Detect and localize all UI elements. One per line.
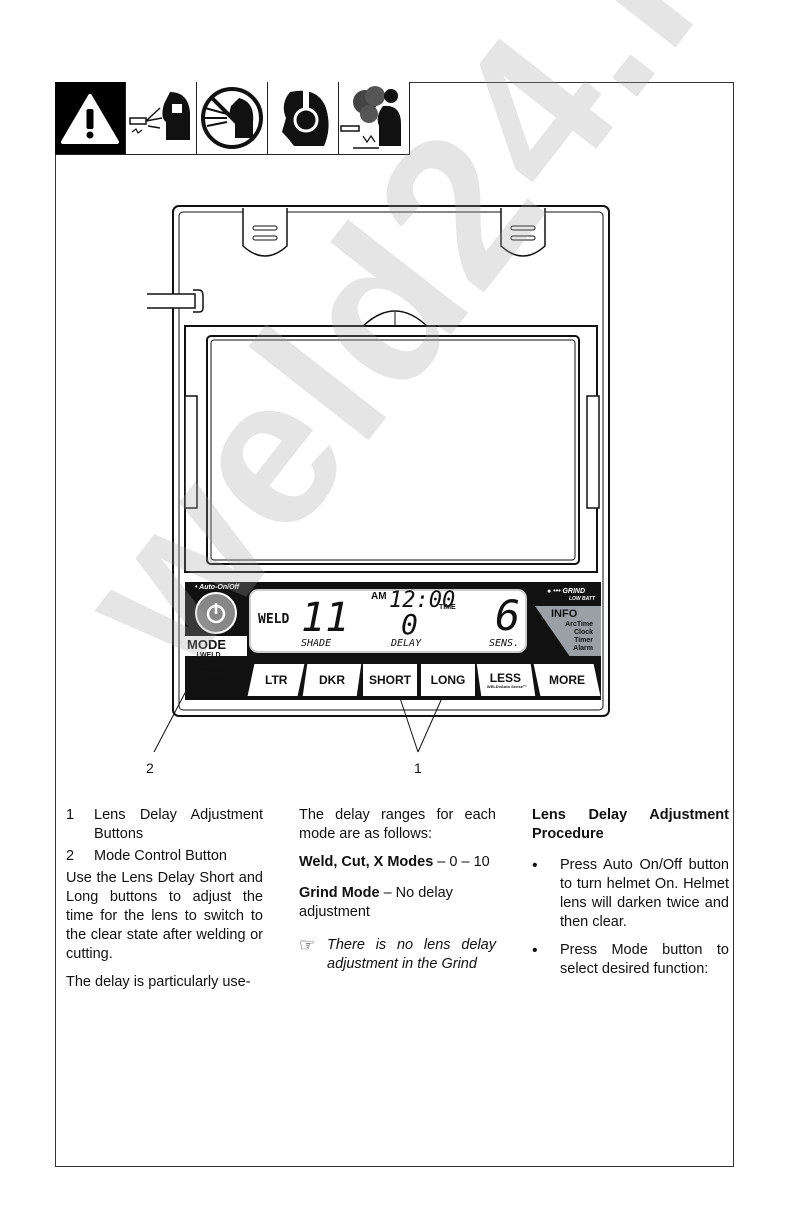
lcd-time-label: TIME bbox=[439, 604, 456, 611]
legend-item-2: 2 Mode Control Button bbox=[66, 847, 263, 866]
callout-1: 1 bbox=[414, 760, 422, 776]
button-long-label: LONG bbox=[430, 673, 466, 687]
procedure-bullet-1-text: Press Auto On/Off button to turn helmet … bbox=[560, 857, 729, 930]
procedure-heading: Lens Delay Adjustment Procedure bbox=[532, 807, 729, 842]
lcd-am: AM bbox=[371, 591, 387, 602]
grind-mode-value: – No delay adjustment bbox=[299, 885, 453, 920]
top-tab-left bbox=[242, 208, 288, 257]
mode-button[interactable]: MODE WELD CUT GRIND X-MODE™ bbox=[187, 638, 247, 684]
info-item-timer: Timer bbox=[574, 637, 593, 644]
grind-indicator: ● ••• GRIND bbox=[547, 588, 586, 595]
mode-item-xmode: X-MODE™ bbox=[200, 676, 235, 683]
legend-num-1: 1 bbox=[66, 807, 75, 823]
button-short-label: SHORT bbox=[369, 673, 411, 687]
hearing-protection-icon bbox=[268, 82, 339, 155]
top-tab-right bbox=[500, 208, 546, 257]
lcd-weld: WELD bbox=[258, 612, 290, 627]
paragraph-delay-useful: The delay is particularly use- bbox=[66, 974, 251, 990]
note: ☞ There is no lens delay adjustment in t… bbox=[299, 936, 496, 974]
leader-lines bbox=[153, 671, 443, 753]
paragraph-adjust: Use the Lens Delay Short and Long button… bbox=[66, 870, 263, 962]
delay-ranges-intro: The delay ranges for each mode are as fo… bbox=[299, 807, 496, 842]
legend-text-2: Mode Control Button bbox=[94, 848, 227, 864]
lens-cartridge-figure: • Auto-On/Off WELD AM 12:00 TIME 11 SHAD… bbox=[55, 190, 732, 790]
warning-icon bbox=[55, 82, 126, 155]
cartridge-drawing bbox=[147, 205, 610, 717]
pointing-hand-icon: ☞ bbox=[299, 935, 316, 955]
mode-item-grind: GRIND bbox=[200, 668, 223, 675]
grind-mode-line: Grind Mode – No delay adjustment bbox=[299, 884, 496, 922]
weld-modes-label: Weld, Cut, X Modes bbox=[299, 854, 434, 870]
procedure-bullet-2-text: Press Mode button to select desired func… bbox=[560, 942, 729, 977]
info-item-arctime: ArcTime bbox=[565, 621, 593, 628]
info-item-clock: Clock bbox=[573, 629, 593, 636]
lcd-delay-digits: 0 bbox=[401, 608, 418, 641]
info-title: INFO bbox=[551, 608, 578, 620]
lcd-time-digits: 12:00 bbox=[389, 588, 456, 613]
lcd-sens-label: SENS. bbox=[489, 638, 520, 649]
procedure-bullet-2: • Press Mode button to select desired fu… bbox=[532, 941, 729, 979]
legend-num-2: 2 bbox=[66, 848, 75, 864]
mode-list: WELD CUT GRIND X-MODE™ bbox=[197, 652, 247, 684]
lcd-shade-digits: 11 bbox=[301, 595, 350, 641]
lcd-delay-label: DELAY bbox=[391, 638, 422, 649]
grind-mode-label: Grind Mode bbox=[299, 885, 380, 901]
lcd-display bbox=[249, 589, 527, 653]
mode-item-weld: WELD bbox=[200, 652, 221, 659]
legend-item-1: 1 Lens Delay Adjustment Buttons bbox=[66, 806, 263, 844]
power-label: • Auto-On/Off bbox=[195, 584, 240, 591]
column-2: The delay ranges for each mode are as fo… bbox=[299, 806, 496, 974]
weld-modes-line: Weld, Cut, X Modes – 0 – 10 bbox=[299, 853, 496, 872]
note-text: There is no lens delay adjustment in the… bbox=[327, 937, 496, 972]
welding-helmet-icon bbox=[126, 82, 197, 155]
bullet-icon: • bbox=[532, 857, 538, 874]
button-short[interactable]: SHORT bbox=[363, 664, 417, 696]
fumes-respirator-icon bbox=[339, 82, 410, 155]
info-list: ArcTime Clock Timer Alarm bbox=[549, 621, 593, 653]
lcd-shade-label: SHADE bbox=[301, 638, 332, 649]
bullet-icon: • bbox=[532, 942, 538, 959]
column-1: 1 Lens Delay Adjustment Buttons 2 Mode C… bbox=[66, 806, 263, 1001]
callout-2: 2 bbox=[146, 760, 154, 776]
button-long[interactable]: LONG bbox=[421, 664, 475, 696]
column-3: Lens Delay Adjustment Procedure • Press … bbox=[532, 806, 729, 988]
safety-icon-strip bbox=[55, 82, 410, 155]
procedure-bullet-1: • Press Auto On/Off button to turn helme… bbox=[532, 856, 729, 932]
legend-text-1: Lens Delay Adjustment Buttons bbox=[94, 807, 263, 842]
weld-modes-value: – 0 – 10 bbox=[433, 854, 490, 870]
low-batt-indicator: LOW BATT bbox=[569, 596, 596, 602]
mode-title: MODE bbox=[187, 637, 226, 652]
lcd-sens-digits: 6 bbox=[495, 591, 521, 640]
info-item-alarm: Alarm bbox=[573, 645, 593, 652]
no-unprotected-viewing-icon bbox=[197, 82, 268, 155]
mode-item-cut: CUT bbox=[200, 660, 215, 667]
